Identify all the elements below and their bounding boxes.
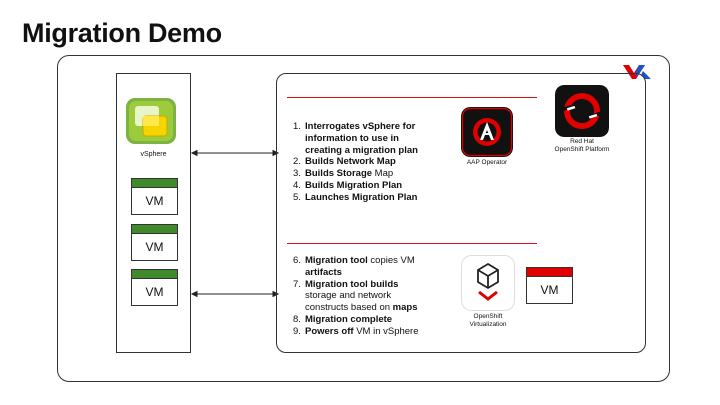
vm-label: VM [145,194,164,208]
vm-titlebar [132,225,177,234]
list-item: 9.Powers off VM in vSphere [293,325,419,337]
openshift-platform-icon [555,85,609,137]
list-item: 4.Builds Migration Plan [293,179,403,191]
target-vm[interactable]: VM [526,267,573,304]
vsphere-logo-icon [126,98,176,144]
vm-titlebar [132,270,177,279]
list-item: storage and network [305,290,392,302]
openshift-platform-label: Red Hat OpenShift Platform [554,138,610,153]
vm-label: VM [145,285,164,299]
vm-label: VM [145,240,164,254]
vm-titlebar [527,268,572,277]
aap-operator-icon [461,107,513,157]
openshift-virtualization-icon [461,255,515,311]
section-divider-bottom [287,243,537,244]
source-vm-2[interactable]: VM [131,224,178,261]
list-item: creating a migration plan [305,144,418,156]
vsphere-panel [116,73,191,353]
migration-steps-list: 6.Migration tool copies VM artifacts 7.M… [293,255,463,338]
list-item: 8.Migration complete [293,313,393,325]
list-item: 7.Migration tool builds [293,278,399,290]
openshift-panel [276,73,646,353]
page-title: Migration Demo [22,18,222,48]
list-item: 6.Migration tool copies VM [293,255,415,266]
aap-operator-label: AAP Operator [466,159,508,166]
section-divider-top [287,97,537,98]
plan-steps-list: 1.Interrogates vSphere for information t… [293,121,463,204]
list-item: 3.Builds Storage Map [293,168,394,180]
openshift-virtualization-label: OpenShift Virtualization [469,313,507,328]
list-item: constructs based on maps [305,302,418,314]
list-item: artifacts [305,266,342,278]
vsphere-label: vSphere [140,151,167,158]
list-item: information to use in [305,132,399,144]
vm-label: VM [540,283,559,297]
list-item: 1.Interrogates vSphere for [293,121,416,132]
list-item: 5.Launches Migration Plan [293,191,418,203]
diagram-frame [57,55,670,382]
list-item: 2.Builds Network Map [293,156,396,168]
connector-arrows [190,149,280,298]
source-vm-1[interactable]: VM [131,178,178,215]
vm-titlebar [132,179,177,188]
source-vm-3[interactable]: VM [131,269,178,306]
